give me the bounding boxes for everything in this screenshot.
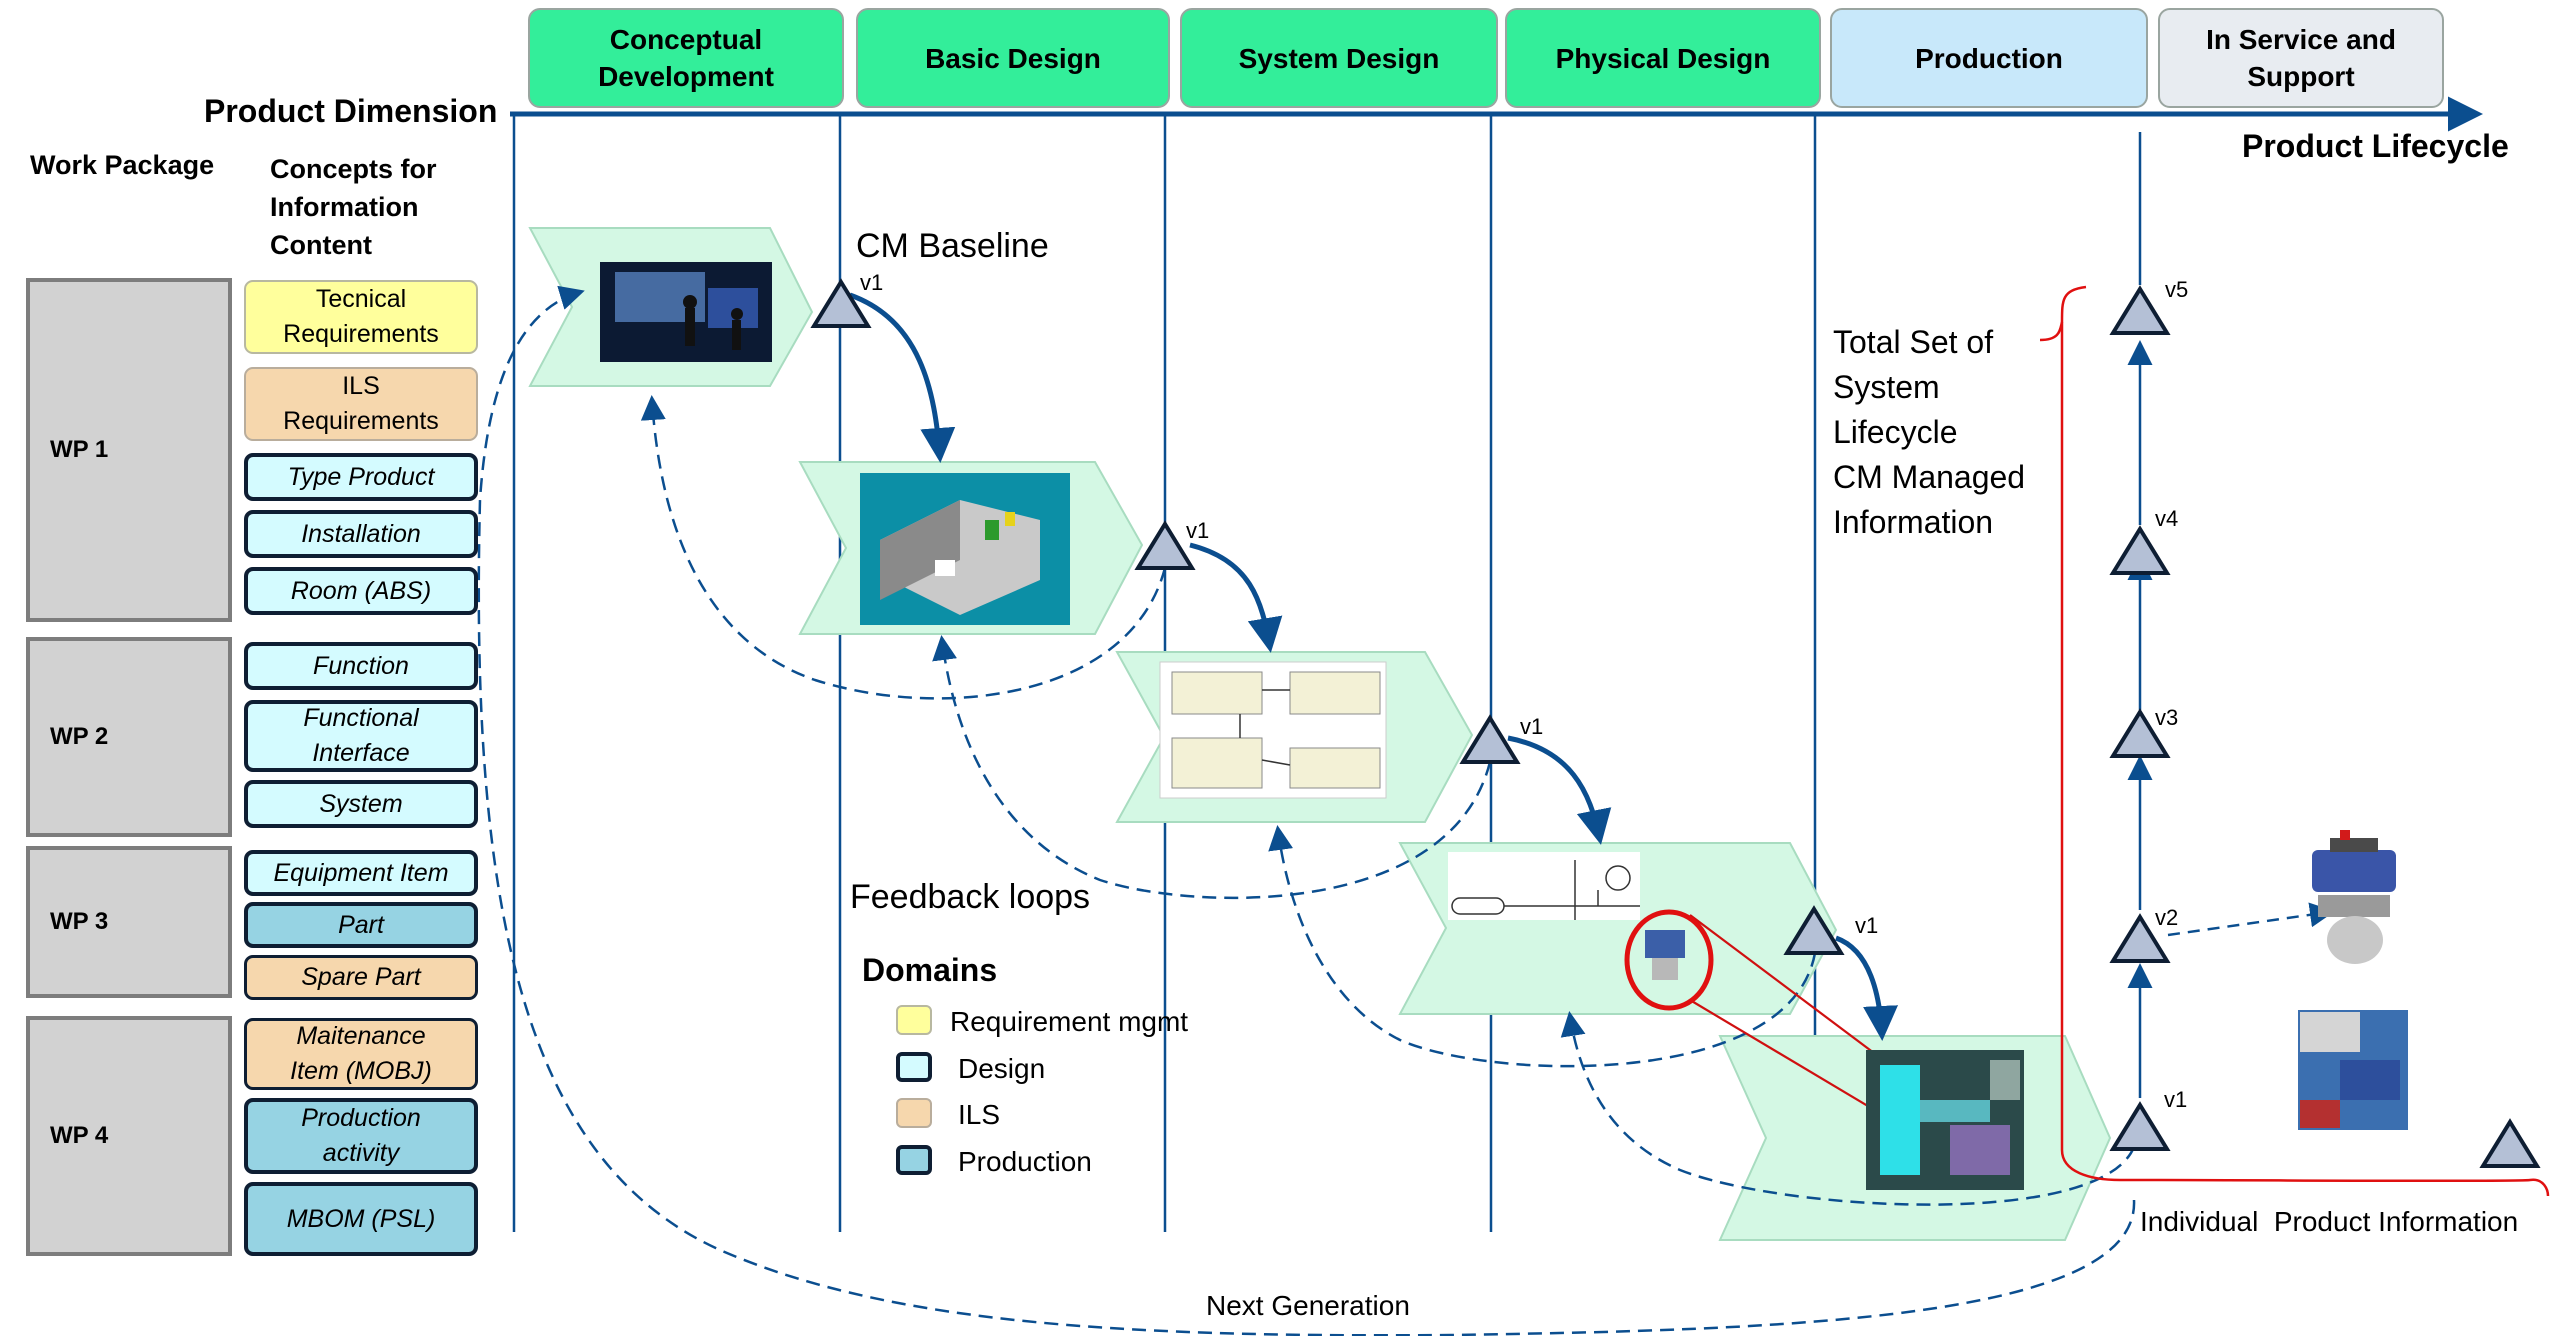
concept-mbom-psl: MBOM (PSL) [244, 1182, 478, 1256]
product-dimension-label: Product Dimension [204, 93, 498, 129]
concept-equipment-item: Equipment Item [244, 850, 478, 896]
baseline-marker-service-v1 [2109, 1101, 2171, 1151]
concept-spare-part: Spare Part [244, 955, 478, 1000]
baseline-flow-arrows [849, 292, 1899, 1041]
work-package-wp2: WP 2 [26, 637, 232, 837]
total-set-bracket-tip [2039, 321, 2064, 342]
concept-part: Part [244, 902, 478, 948]
version-label-physical: v1 [1855, 913, 1879, 938]
concepts-header: Concepts for Information Content [270, 154, 437, 260]
physical-design-image [1448, 852, 1685, 980]
baseline-marker-service-v3 [2109, 708, 2171, 758]
work-package-header: Work Package [30, 150, 215, 180]
phase-basic-design: Basic Design [856, 8, 1170, 108]
version-label-system: v1 [1520, 714, 1544, 739]
concept-function: Function [244, 642, 478, 690]
concept-functional-interface: Functional Interface [244, 700, 478, 772]
next-generation-label: Next Generation [1206, 1290, 1410, 1321]
baseline-marker-system [1459, 714, 1521, 764]
baseline-marker-service-v5 [2109, 285, 2171, 335]
baseline-marker-physical [1783, 905, 1845, 955]
concept-maintenance-item: Maitenance Item (MOBJ) [244, 1018, 478, 1090]
feedback-loop-arrows [640, 395, 2136, 1206]
total-set-bracket [2060, 285, 2550, 1197]
next-generation-loop [477, 285, 2136, 1336]
total-set-label: Total Set of System Lifecycle CM Managed… [1833, 324, 2026, 540]
wp3-label: WP 3 [50, 908, 109, 935]
version-label-v2: v2 [2155, 905, 2179, 930]
baseline-marker-service-v2 [2109, 913, 2171, 963]
concept-installation: Installation [244, 510, 478, 558]
production-image [1866, 1050, 2024, 1190]
phase-in-service-support: In Service and Support [2158, 8, 2444, 108]
baseline-marker-individual [2479, 1118, 2541, 1168]
version-label-conceptual: v1 [860, 270, 884, 295]
version-label-v1: v1 [2164, 1087, 2188, 1112]
zoom-circle [1624, 909, 1714, 1011]
legend-label-ils: ILS [958, 1099, 1001, 1130]
legend-label-production: Production [958, 1146, 1092, 1177]
concept-room-abs: Room (ABS) [244, 567, 478, 615]
individual-product-link [2167, 902, 2335, 937]
basic-design-image [860, 473, 1070, 625]
wp4-label: WP 4 [50, 1122, 109, 1149]
conceptual-image [600, 262, 772, 362]
version-label-v5: v5 [2165, 277, 2189, 302]
legend-swatch-design [896, 1052, 932, 1082]
concept-technical-requirements: Tecnical Requirements [244, 280, 478, 354]
installed-valve-image [2298, 1010, 2408, 1130]
legend-label-design: Design [958, 1053, 1046, 1084]
phase-physical-design: Physical Design [1505, 8, 1821, 108]
work-package-wp3: WP 3 [26, 846, 232, 998]
legend-swatch-production [896, 1145, 932, 1175]
phase-system-design: System Design [1180, 8, 1498, 108]
system-design-image [1159, 661, 1387, 799]
phase-production: Production [1830, 8, 2148, 108]
concept-type-product: Type Product [244, 453, 478, 501]
wp2-label: WP 2 [50, 723, 109, 750]
concept-production-activity: Production activity [244, 1098, 478, 1174]
legend-title: Domains [862, 952, 998, 988]
legend-swatch-ils [896, 1098, 932, 1128]
version-label-v3: v3 [2155, 705, 2179, 730]
work-package-wp1: WP 1 [26, 278, 232, 622]
individual-product-label: Individual Product Information [2140, 1206, 2519, 1237]
legend-swatch-requirement [896, 1005, 932, 1035]
baseline-marker-conceptual [810, 278, 872, 328]
baseline-marker-service-v4 [2109, 525, 2171, 575]
legend-label-requirement: Requirement mgmt [950, 1006, 1189, 1037]
version-label-v4: v4 [2155, 506, 2179, 531]
concept-ils-requirements: ILS Requirements [244, 367, 478, 441]
product-lifecycle-label: Product Lifecycle [2242, 128, 2509, 164]
feedback-loops-label: Feedback loops [850, 878, 1091, 916]
phase-conceptual-development: Conceptual Development [528, 8, 844, 108]
version-label-basic: v1 [1186, 518, 1210, 543]
work-package-wp4: WP 4 [26, 1016, 232, 1256]
concept-system: System [244, 780, 478, 828]
baseline-marker-basic [1134, 520, 1196, 570]
wp1-label: WP 1 [50, 436, 109, 463]
cm-baseline-label: CM Baseline [856, 227, 1049, 265]
baseline-markers [810, 278, 2541, 1168]
valve-image [2312, 830, 2396, 964]
